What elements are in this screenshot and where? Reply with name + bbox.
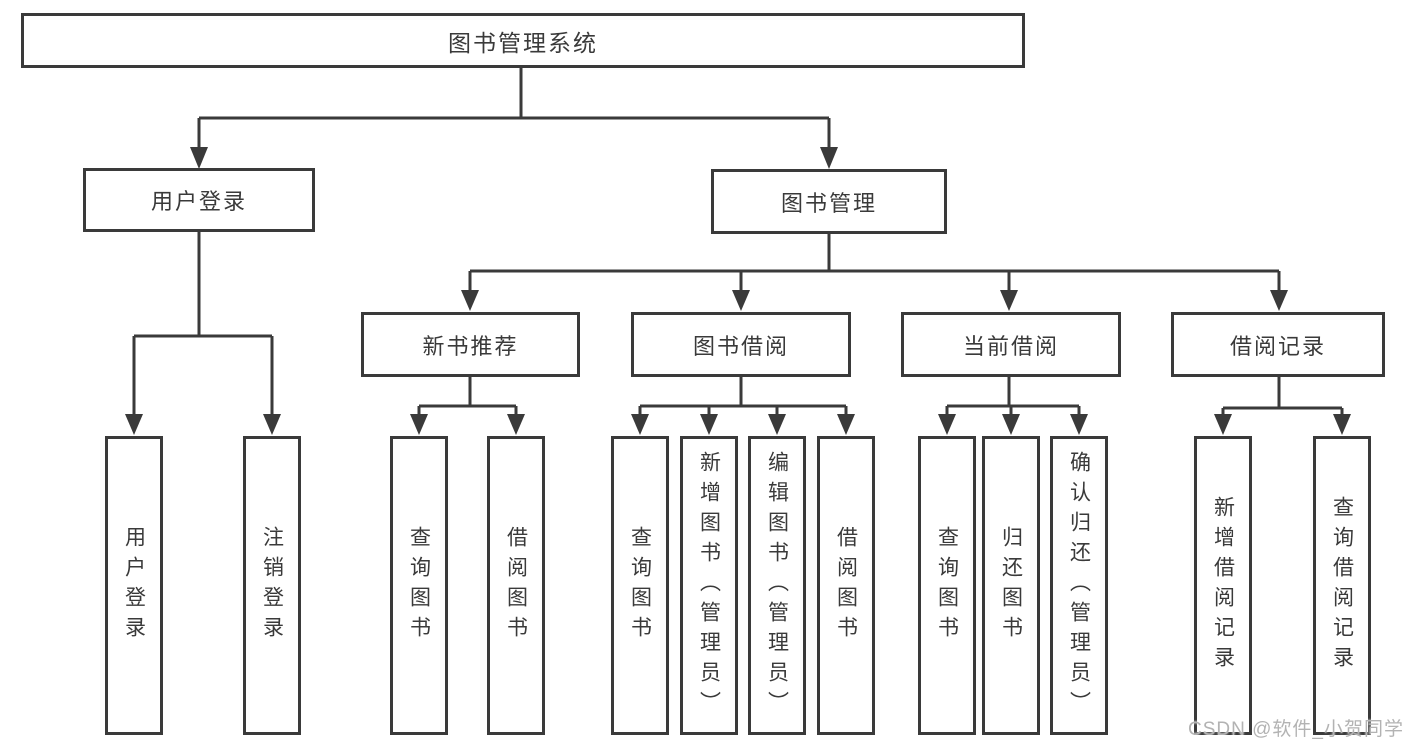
node-root-system: 图书管理系统: [21, 13, 1025, 68]
leaf-return-book: 归还图书: [982, 436, 1040, 735]
arrowheads: [125, 147, 1351, 435]
node-user-login: 用户登录: [83, 168, 315, 232]
leaf-confirm-return-admin: 确认归还（管理员）: [1050, 436, 1108, 735]
leaf-add-borrow-record: 新增借阅记录: [1194, 436, 1252, 735]
leaf-query-borrow-record: 查询借阅记录: [1313, 436, 1371, 735]
leaf-query-books-borrowing-label: 查询图书: [628, 525, 652, 646]
leaf-query-books-recommend: 查询图书: [390, 436, 448, 735]
node-current-borrowing: 当前借阅: [901, 312, 1121, 377]
leaf-confirm-return-admin-label: 确认归还（管理员）: [1067, 450, 1091, 721]
leaf-query-books-recommend-label: 查询图书: [407, 525, 431, 646]
leaf-borrow-books-borrowing-label: 借阅图书: [834, 525, 858, 646]
leaf-return-book-label: 归还图书: [999, 525, 1023, 646]
node-book-borrowing-label: 图书借阅: [692, 333, 789, 359]
leaf-logout-label: 注销登录: [260, 525, 284, 646]
leaf-add-book-admin-label: 新增图书（管理员）: [697, 450, 721, 721]
node-current-borrowing-label: 当前借阅: [962, 333, 1059, 359]
leaf-query-books-current-label: 查询图书: [935, 525, 959, 646]
node-book-borrowing: 图书借阅: [631, 312, 851, 377]
leaf-borrow-books-borrowing: 借阅图书: [817, 436, 875, 735]
leaf-edit-book-admin-label: 编辑图书（管理员）: [765, 450, 789, 721]
leaf-user-login: 用户登录: [105, 436, 163, 735]
node-borrowing-records: 借阅记录: [1171, 312, 1385, 377]
leaf-borrow-books-recommend: 借阅图书: [487, 436, 545, 735]
node-new-book-recommendation-label: 新书推荐: [422, 333, 519, 359]
leaf-query-books-current: 查询图书: [918, 436, 976, 735]
leaf-borrow-books-recommend-label: 借阅图书: [504, 525, 528, 646]
node-root-label: 图书管理系统: [448, 29, 598, 56]
leaf-query-borrow-record-label: 查询借阅记录: [1330, 495, 1354, 676]
node-new-book-recommendation: 新书推荐: [361, 312, 580, 377]
watermark: CSDN @软件_小贺同学: [1188, 719, 1404, 740]
leaf-query-books-borrowing: 查询图书: [611, 436, 669, 735]
leaf-add-borrow-record-label: 新增借阅记录: [1211, 495, 1235, 676]
node-book-management-label: 图书管理: [780, 190, 877, 216]
leaf-user-login-label: 用户登录: [122, 525, 146, 646]
node-book-management: 图书管理: [711, 169, 947, 234]
leaf-edit-book-admin: 编辑图书（管理员）: [748, 436, 806, 735]
node-user-login-label: 用户登录: [150, 189, 247, 214]
node-borrowing-records-label: 借阅记录: [1229, 333, 1326, 359]
leaf-logout: 注销登录: [243, 436, 301, 735]
leaf-add-book-admin: 新增图书（管理员）: [680, 436, 738, 735]
